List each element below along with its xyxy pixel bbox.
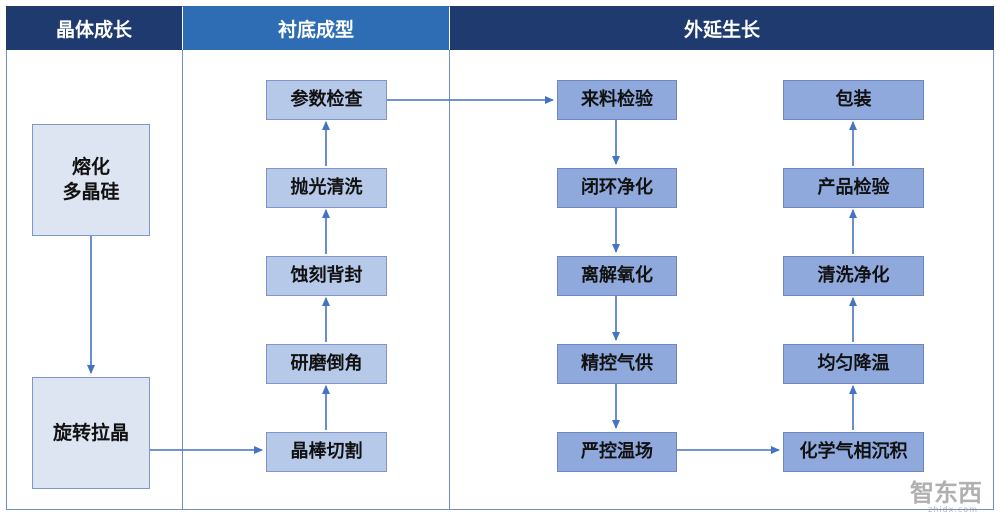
step-uniform-cooling: 均匀降温	[783, 344, 924, 384]
step-chemical-vapor-deposition-label: 化学气相沉积	[799, 441, 908, 463]
step-etch-back-seal-label: 蚀刻背封	[290, 265, 363, 287]
step-precise-gas-supply: 精控气供	[557, 344, 677, 384]
step-closed-loop-purify: 闭环净化	[557, 168, 677, 208]
step-rotate-pull-crystal: 旋转拉晶	[32, 377, 150, 489]
step-parameter-check-label: 参数检查	[290, 89, 363, 111]
step-ingot-cut-label: 晶棒切割	[290, 441, 363, 463]
step-melt-polysilicon-label: 熔化 多晶硅	[62, 156, 120, 203]
step-melt-polysilicon: 熔化 多晶硅	[32, 124, 150, 236]
step-incoming-inspection-label: 来料检验	[581, 89, 653, 111]
step-strict-temp-field-label: 严控温场	[581, 441, 653, 463]
step-closed-loop-purify-label: 闭环净化	[581, 177, 653, 199]
step-product-inspection-label: 产品检验	[817, 177, 890, 199]
header-crystal-growth: 晶体成长	[6, 6, 182, 50]
step-packaging-label: 包装	[835, 89, 872, 111]
step-clean-purify-label: 清洗净化	[817, 265, 890, 287]
step-ingot-cut: 晶棒切割	[266, 432, 387, 472]
step-chemical-vapor-deposition: 化学气相沉积	[783, 432, 924, 472]
step-precise-gas-supply-label: 精控气供	[581, 353, 653, 375]
step-dissociate-oxidize: 离解氧化	[557, 256, 677, 296]
column-divider-1	[182, 50, 183, 510]
step-rotate-pull-crystal-label: 旋转拉晶	[52, 421, 129, 444]
step-parameter-check: 参数检查	[266, 80, 387, 120]
step-strict-temp-field: 严控温场	[557, 432, 677, 472]
header-epitaxial-growth: 外延生长	[450, 6, 994, 50]
step-etch-back-seal: 蚀刻背封	[266, 256, 387, 296]
step-polish-clean-label: 抛光清洗	[290, 177, 363, 199]
step-incoming-inspection: 来料检验	[557, 80, 677, 120]
step-product-inspection: 产品检验	[783, 168, 924, 208]
step-grind-chamfer-label: 研磨倒角	[290, 353, 363, 375]
step-polish-clean: 抛光清洗	[266, 168, 387, 208]
step-uniform-cooling-label: 均匀降温	[817, 353, 890, 375]
column-divider-2	[449, 50, 450, 510]
step-grind-chamfer: 研磨倒角	[266, 344, 387, 384]
step-packaging: 包装	[783, 80, 924, 120]
step-clean-purify: 清洗净化	[783, 256, 924, 296]
watermark-url: zhidx.com	[928, 505, 978, 514]
header-substrate-forming: 衬底成型	[183, 6, 449, 50]
step-dissociate-oxidize-label: 离解氧化	[581, 265, 653, 287]
watermark-logo: 智东西	[910, 479, 982, 507]
